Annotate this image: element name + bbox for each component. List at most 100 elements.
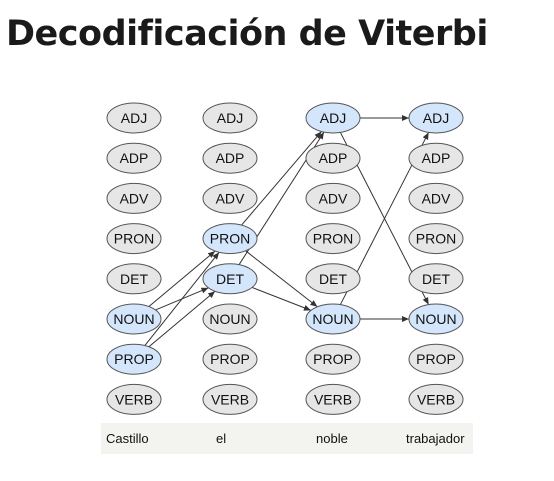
word-label: Castillo [106, 431, 149, 446]
node-4-verb: VERB [408, 383, 464, 415]
node-label: PROP [416, 351, 456, 367]
node-ellipse [408, 142, 464, 174]
node-ellipse [408, 383, 464, 415]
node-label: DET [120, 271, 148, 287]
node-label: VERB [115, 391, 153, 407]
node-ellipse [202, 102, 258, 134]
node-ellipse [106, 102, 162, 134]
node-ellipse [305, 383, 361, 415]
node-label: ADV [422, 190, 451, 206]
node-4-pron: PRON [408, 223, 464, 255]
page-title: Decodificación de Viterbi [6, 14, 488, 54]
node-1-noun: NOUN [106, 303, 162, 335]
node-ellipse [408, 223, 464, 255]
transition-edge-prop-to-det [148, 290, 216, 348]
word-label: noble [316, 431, 348, 446]
node-label: ADJ [217, 110, 243, 126]
node-ellipse [408, 102, 464, 134]
node-label: ADP [216, 150, 245, 166]
node-label: ADJ [121, 110, 147, 126]
node-ellipse [408, 343, 464, 375]
node-2-adv: ADV [202, 182, 258, 214]
node-ellipse [202, 343, 258, 375]
node-label: VERB [417, 391, 455, 407]
node-label: VERB [211, 391, 249, 407]
node-ellipse [106, 142, 162, 174]
node-label: ADV [216, 190, 245, 206]
node-2-noun: NOUN [202, 303, 258, 335]
node-ellipse [408, 182, 464, 214]
node-1-det: DET [106, 263, 162, 295]
node-3-adj: ADJ [305, 102, 361, 134]
node-label: NOUN [415, 311, 456, 327]
node-ellipse [106, 343, 162, 375]
node-ellipse [106, 223, 162, 255]
word-label: el [216, 431, 226, 446]
node-3-noun: NOUN [305, 303, 361, 335]
node-ellipse [106, 182, 162, 214]
node-label: DET [216, 271, 244, 287]
transition-edge-prop-to-pron [144, 252, 220, 346]
node-label: NOUN [312, 311, 353, 327]
node-4-prop: PROP [408, 343, 464, 375]
node-1-adj: ADJ [106, 102, 162, 134]
node-label: DET [422, 271, 450, 287]
node-ellipse [305, 343, 361, 375]
words-layer: Castillo el noble trabajador [106, 431, 465, 446]
node-ellipse [202, 383, 258, 415]
transition-edge-noun-to-pron [148, 250, 216, 307]
node-label: ADP [120, 150, 149, 166]
node-label: ADP [319, 150, 348, 166]
node-4-adp: ADP [408, 142, 464, 174]
node-3-pron: PRON [305, 223, 361, 255]
node-ellipse [202, 182, 258, 214]
node-label: ADV [120, 190, 149, 206]
node-label: PROP [313, 351, 353, 367]
node-ellipse [305, 142, 361, 174]
node-label: PROP [210, 351, 250, 367]
node-ellipse [106, 303, 162, 335]
node-2-verb: VERB [202, 383, 258, 415]
node-3-verb: VERB [305, 383, 361, 415]
node-label: ADJ [423, 110, 449, 126]
node-label: ADP [422, 150, 451, 166]
node-1-verb: VERB [106, 383, 162, 415]
node-ellipse [202, 142, 258, 174]
node-ellipse [305, 263, 361, 295]
node-2-adj: ADJ [202, 102, 258, 134]
word-label: trabajador [406, 431, 465, 446]
node-label: PROP [114, 351, 154, 367]
transition-edge-det-to-noun [251, 286, 312, 311]
node-ellipse [106, 383, 162, 415]
node-1-prop: PROP [106, 343, 162, 375]
word-band [101, 423, 473, 454]
transition-edge-pron-to-noun [245, 250, 318, 308]
node-3-det: DET [305, 263, 361, 295]
node-ellipse [202, 263, 258, 295]
node-4-det: DET [408, 263, 464, 295]
node-ellipse [305, 223, 361, 255]
node-label: NOUN [209, 311, 250, 327]
node-1-adv: ADV [106, 182, 162, 214]
node-label: PRON [114, 231, 154, 247]
transition-edge-pron-to-adj [241, 131, 322, 226]
node-label: ADV [319, 190, 348, 206]
node-label: ADJ [320, 110, 346, 126]
nodes-layer: ADJ ADP ADV PRON DET NOUN PROP VERB ADJ ADP ADV PRO… [106, 102, 464, 415]
node-ellipse [305, 102, 361, 134]
node-2-det: DET [202, 263, 258, 295]
node-2-prop: PROP [202, 343, 258, 375]
node-4-adj: ADJ [408, 102, 464, 134]
node-1-adp: ADP [106, 142, 162, 174]
node-label: PRON [313, 231, 353, 247]
node-label: DET [319, 271, 347, 287]
node-2-pron: PRON [202, 223, 258, 255]
node-ellipse [202, 223, 258, 255]
node-3-prop: PROP [305, 343, 361, 375]
node-ellipse [305, 182, 361, 214]
node-ellipse [305, 303, 361, 335]
node-3-adv: ADV [305, 182, 361, 214]
node-2-adp: ADP [202, 142, 258, 174]
node-ellipse [408, 263, 464, 295]
